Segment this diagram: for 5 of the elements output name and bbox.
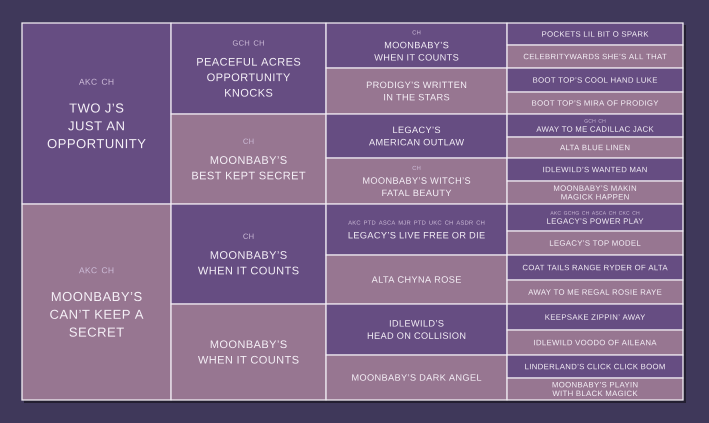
pedigree-cell: AKC CH MOONBABY’S CAN’T KEEP A SECRET <box>21 203 172 401</box>
pedigree-cell: MOONBABY’S WHEN IT COUNTS <box>170 303 327 401</box>
pedigree-cell: LEGACY’S AMERICAN OUTLAW <box>325 113 508 159</box>
pedigree-cell: AKC CH TWO J’S JUST AN OPPORTUNITY <box>21 22 172 205</box>
pedigree-cell: IDLEWILD’S HEAD ON COLLISION <box>325 303 508 356</box>
